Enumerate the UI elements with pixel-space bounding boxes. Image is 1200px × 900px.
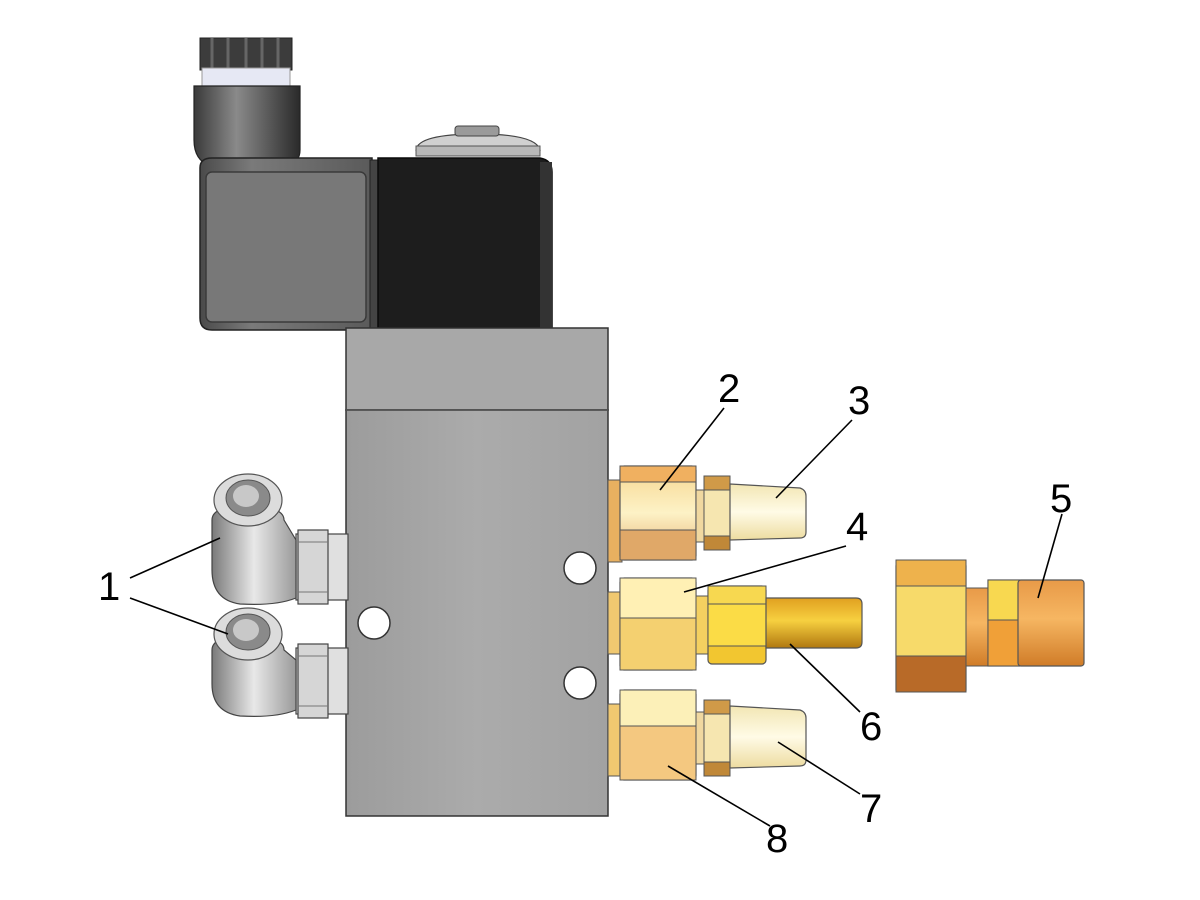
callouts: 1 2 3 4 5 6 7 8: [98, 367, 1072, 861]
leader-3: [775, 419, 853, 499]
coil-connector: [193, 37, 301, 167]
leader-7: [777, 741, 861, 795]
solenoid-coil: [199, 157, 381, 331]
leader-6: [789, 643, 861, 713]
push-in-elbow-lower: [211, 607, 349, 719]
leader-8: [667, 765, 771, 827]
push-in-elbow-upper: [211, 473, 349, 605]
armature-housing: [377, 125, 553, 329]
leader-5: [1037, 513, 1063, 599]
leader-1b: [129, 597, 229, 635]
mounting-hole: [357, 606, 391, 640]
leader-1a: [129, 537, 221, 579]
callout-8: 8: [766, 817, 788, 861]
separate-fitting: [895, 559, 1085, 693]
mounting-hole: [563, 666, 597, 700]
leader-lines: [129, 407, 1063, 827]
callout-3: 3: [848, 379, 870, 423]
tube-middle: [765, 597, 863, 649]
valve-body: [345, 327, 609, 817]
mounting-hole: [563, 551, 597, 585]
callout-5: 5: [1050, 477, 1072, 521]
muffler-lower: [729, 705, 807, 769]
callout-7: 7: [860, 787, 882, 831]
callout-1: 1: [98, 565, 120, 609]
callout-6: 6: [860, 705, 882, 749]
callout-4: 4: [846, 505, 868, 549]
port-fitting-middle: [607, 577, 767, 671]
muffler-upper: [729, 483, 807, 541]
port-fitting-upper: [607, 465, 731, 563]
callout-2: 2: [718, 367, 740, 411]
leader-4: [683, 545, 847, 593]
port-fitting-lower: [607, 689, 731, 781]
leader-2: [659, 407, 725, 491]
